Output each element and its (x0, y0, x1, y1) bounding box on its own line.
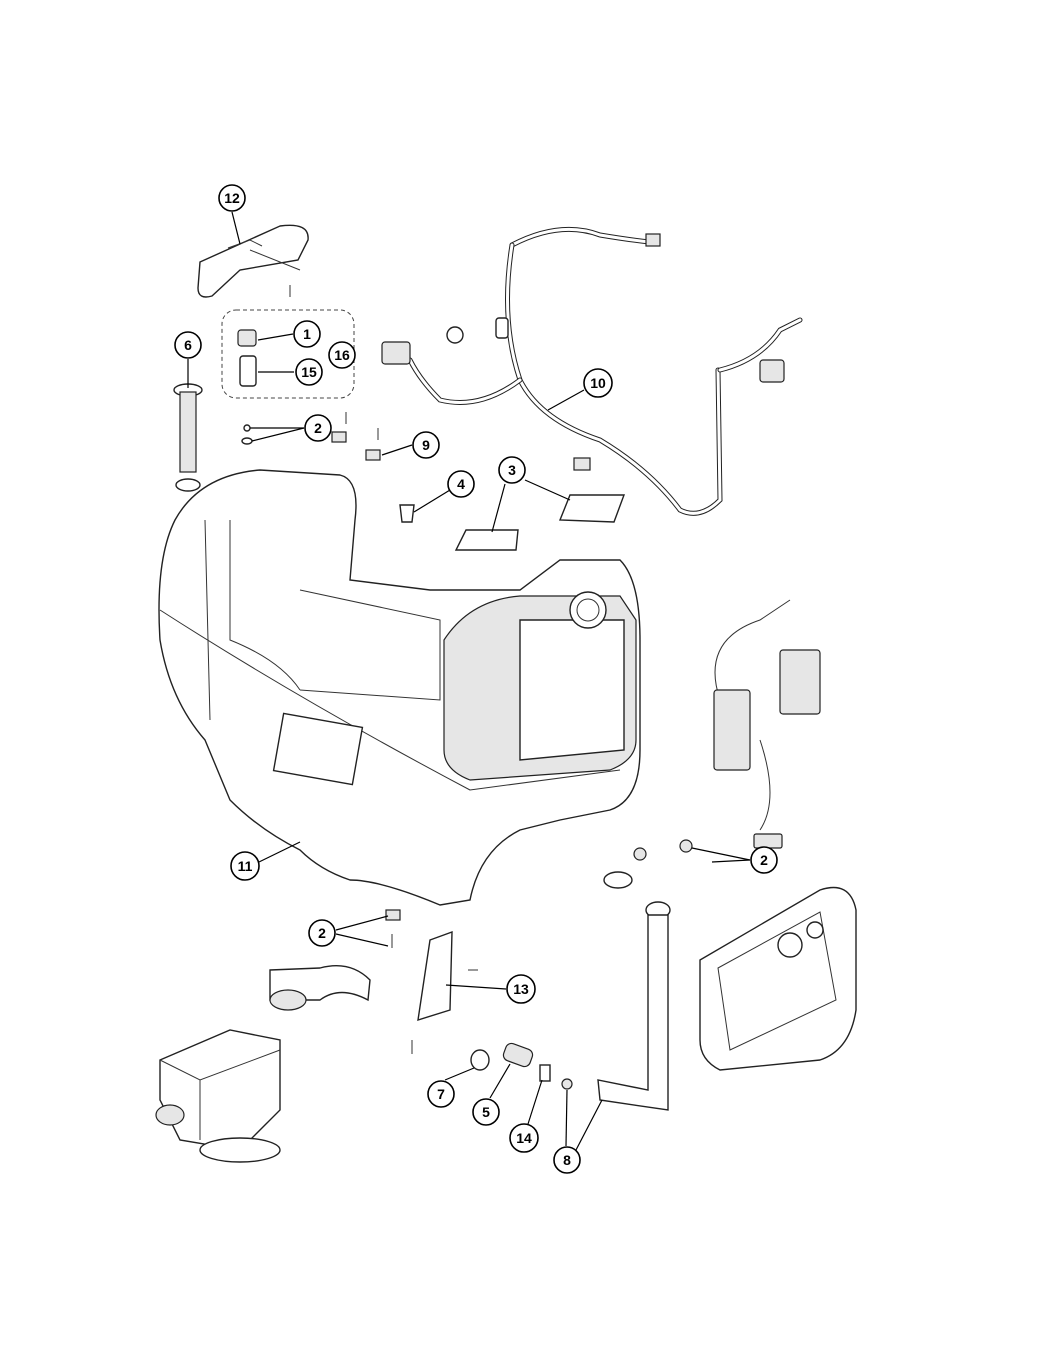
svg-text:4: 4 (457, 476, 465, 492)
callout-2c: 2 (308, 919, 336, 947)
svg-text:15: 15 (301, 364, 317, 380)
callout-9: 9 (412, 431, 440, 459)
svg-text:9: 9 (422, 437, 430, 453)
callout-10: 10 (583, 368, 613, 398)
part-drain-hose (173, 383, 203, 492)
svg-text:5: 5 (482, 1104, 490, 1120)
callout-1: 1 (293, 320, 321, 348)
svg-text:2: 2 (314, 420, 322, 436)
callout-5: 5 (472, 1098, 500, 1126)
callout-2b: 2 (750, 846, 778, 874)
svg-text:8: 8 (563, 1152, 571, 1168)
part-small-fittings (385, 909, 573, 1090)
svg-text:11: 11 (238, 858, 253, 874)
callout-13: 13 (506, 974, 536, 1004)
callout-4: 4 (447, 470, 475, 498)
part-recovery-tank (158, 469, 641, 906)
part-fitting-1 (237, 329, 257, 387)
callout-11: 11 (230, 851, 260, 881)
svg-text:12: 12 (224, 190, 240, 206)
part-decal-b (558, 494, 626, 523)
svg-text:6: 6 (184, 337, 192, 353)
part-control-assembly (713, 599, 821, 849)
callout-8: 8 (553, 1146, 581, 1174)
machine-thumbnail (155, 1029, 281, 1163)
part-handle-cover (197, 224, 309, 298)
svg-text:1: 1 (303, 326, 311, 342)
svg-text:3: 3 (508, 462, 516, 478)
callout-3: 3 (498, 456, 526, 484)
callout-6: 6 (174, 331, 202, 359)
callout-14: 14 (509, 1123, 539, 1153)
callout-12: 12 (218, 184, 246, 212)
part-valve-panel (699, 886, 857, 1071)
svg-text:10: 10 (590, 375, 606, 391)
svg-text:16: 16 (334, 347, 350, 363)
part-plug (399, 504, 415, 523)
svg-text:7: 7 (437, 1086, 445, 1102)
svg-text:2: 2 (760, 852, 768, 868)
svg-text:13: 13 (513, 981, 529, 997)
leader-lines (187, 211, 751, 1151)
part-decal-a (454, 529, 519, 551)
part-drain-tube (597, 839, 693, 1111)
callout-2a: 2 (304, 414, 332, 442)
part-hose-valve (269, 965, 371, 1011)
callout-16: 16 (328, 341, 356, 369)
part-wiring-harness (381, 226, 803, 516)
callout-15: 15 (295, 358, 323, 386)
svg-text:14: 14 (516, 1130, 532, 1146)
svg-text:2: 2 (318, 925, 326, 941)
callout-7: 7 (427, 1080, 455, 1108)
